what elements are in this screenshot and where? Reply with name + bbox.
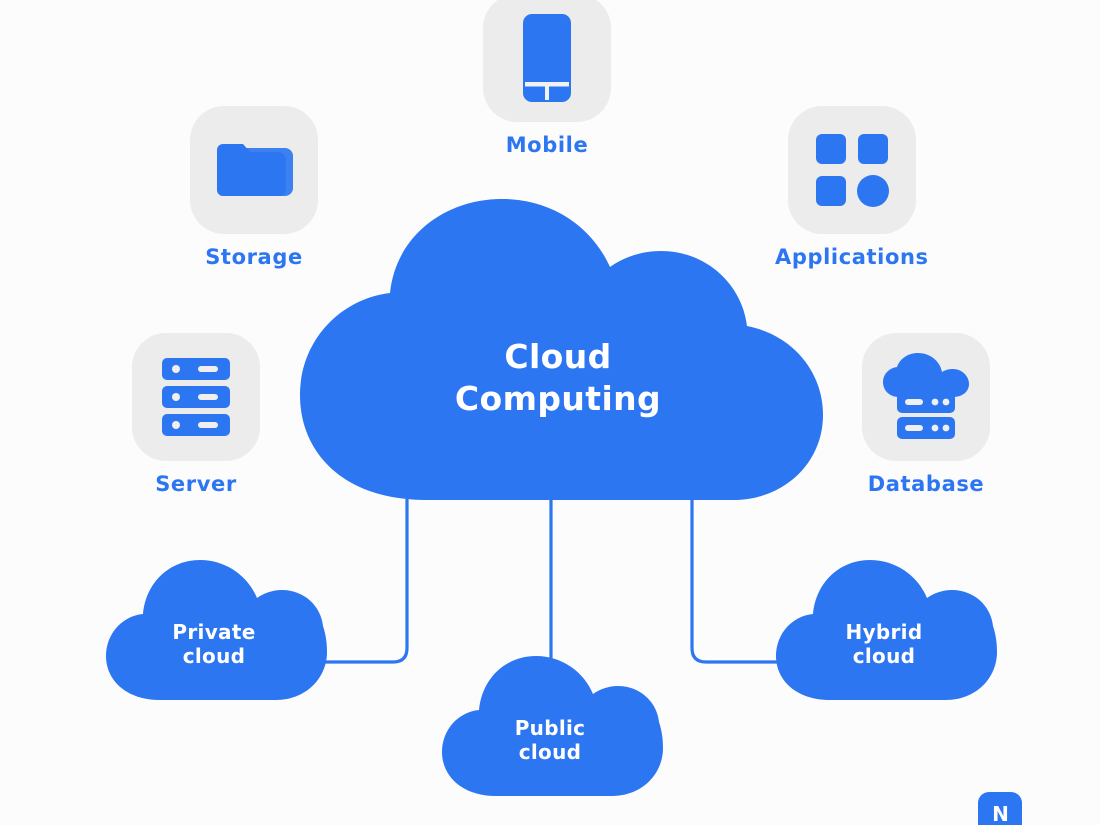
node-public-cloud[interactable]: Public cloud [434,652,666,802]
connector-private-cloud [318,498,409,664]
folder-icon [217,144,293,196]
cloud-shape-icon [300,199,823,500]
node-database[interactable]: Database [862,333,990,496]
storage-label: Storage [205,245,303,269]
node-storage[interactable]: Storage [190,106,318,269]
mobile-tile[interactable] [483,0,611,122]
database-tile[interactable] [862,333,990,461]
node-mobile[interactable]: Mobile [483,0,611,157]
mobile-phone-icon [523,14,571,102]
node-private-cloud[interactable]: Private cloud [98,556,330,706]
cloud-shape-icon [106,560,327,700]
mobile-label: Mobile [505,133,589,157]
node-server[interactable]: Server [132,333,260,496]
node-applications[interactable]: Applications [775,106,929,269]
node-hybrid-cloud[interactable]: Hybrid cloud [768,556,1000,706]
central-cloud-node[interactable]: Cloud Computing [278,195,838,515]
cloud-database-icon [883,353,969,439]
cloud-shape-icon [442,656,663,796]
applications-tile[interactable] [787,106,916,234]
storage-tile[interactable] [190,106,318,234]
applications-label: Applications [775,245,929,269]
server-tile[interactable] [132,333,260,461]
server-rack-icon [162,358,230,436]
server-label: Server [155,472,237,496]
database-label: Database [867,472,985,496]
watermark-text: N [992,802,1009,825]
app-grid-icon [815,134,889,207]
cloud-shape-icon [776,560,997,700]
watermark-logo: N [978,792,1022,825]
